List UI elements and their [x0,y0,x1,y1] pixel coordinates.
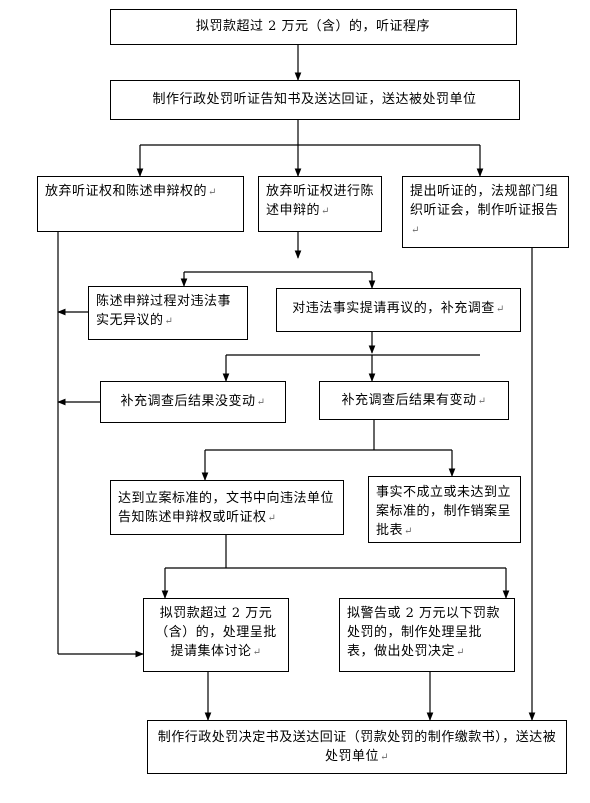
node-text: 放弃听证权进行陈述申辩的 [266,184,375,218]
node-waive-hearing-defend: 放弃听证权进行陈述申辩的↵ [258,176,382,232]
node-text: 放弃听证权和陈述申辩权的 [45,184,208,199]
node-minor-penalty: 拟警告或 2 万元以下罚款处罚的，制作处理呈批表，做出处罚决定↵ [339,598,515,672]
node-text: 制作行政处罚听证告知书及送达回证，送达被处罚单位 [152,92,477,107]
paragraph-mark: ↵ [380,752,389,763]
node-no-objection: 陈述申辩过程对违法事实无异议的↵ [88,286,248,340]
node-reconsideration: 对违法事实提请再议的，补充调查↵ [276,288,521,332]
paragraph-mark: ↵ [404,526,413,537]
paragraph-mark: ↵ [267,513,277,524]
paragraph-mark: ↵ [411,225,420,236]
node-result-changed: 补充调查后结果有变动↵ [319,381,509,420]
paragraph-mark: ↵ [208,187,217,198]
node-collective-discussion: 拟罚款超过 2 万元（含）的，处理呈批提请集体讨论↵ [143,598,289,672]
node-text: 制作行政处罚决定书及送达回证（罚款处罚的制作缴款书），送达被处罚单位 [157,730,557,764]
node-text: 拟警告或 2 万元以下罚款处罚的，制作处理呈批表，做出处罚决定 [347,606,501,659]
node-case-dismissed: 事实不成立或未达到立案标准的，制作销案呈批表↵ [368,476,521,543]
node-request-hearing: 提出听证的，法规部门组织听证会，制作听证报告 ↵ [402,176,569,248]
node-text: 达到立案标准的，文书中向违法单位告知陈述申辩权或听证权 [118,491,335,525]
node-waive-all-rights: 放弃听证权和陈述申辩权的↵ [37,176,244,232]
node-text: 补充调查后结果有变动 [341,393,477,408]
node-notice-delivery: 制作行政处罚听证告知书及送达回证，送达被处罚单位 [110,80,520,120]
node-text: 事实不成立或未达到立案标准的，制作销案呈批表 [376,485,512,538]
node-text: 提出听证的，法规部门组织听证会，制作听证报告 [410,184,559,218]
node-text: 拟罚款超过 2 万元（含）的，处理呈批提请集体讨论 [155,606,277,659]
node-text: 对违法事实提请再议的，补充调查 [292,301,495,316]
paragraph-mark: ↵ [456,647,465,658]
node-text: 拟罚款超过 2 万元（含）的，听证程序 [195,19,431,34]
paragraph-mark: ↵ [164,316,174,327]
paragraph-mark: ↵ [477,396,487,407]
node-text: 补充调查后结果没变动 [120,394,256,409]
node-penalty-decision-delivery: 制作行政处罚决定书及送达回证（罚款处罚的制作缴款书），送达被处罚单位↵ [147,720,567,774]
node-text: 陈述申辩过程对违法事实无异议的 [96,294,232,328]
node-result-unchanged: 补充调查后结果没变动↵ [100,381,286,423]
node-meets-filing-standard: 达到立案标准的，文书中向违法单位告知陈述申辩权或听证权↵ [110,480,344,535]
paragraph-mark: ↵ [256,397,266,408]
node-hearing-procedure: 拟罚款超过 2 万元（含）的，听证程序 [110,9,517,45]
paragraph-mark: ↵ [321,206,330,217]
paragraph-mark: ↵ [495,304,505,315]
paragraph-mark: ↵ [252,647,262,658]
